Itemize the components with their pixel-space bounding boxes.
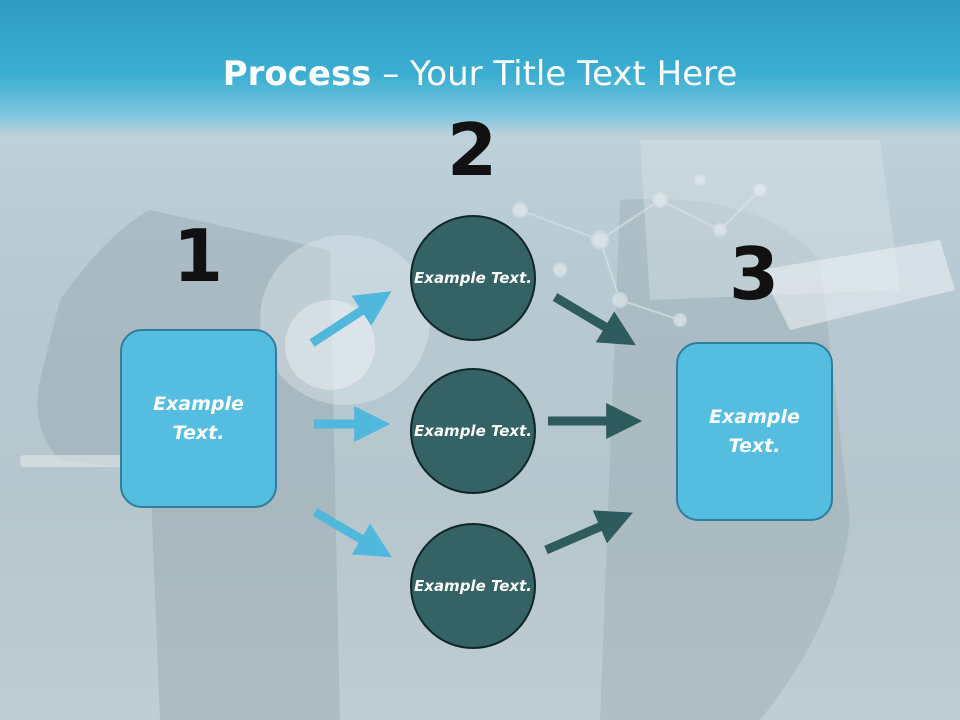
arrow-bottom-to-end (544, 510, 633, 555)
step-number-3: 3 (728, 232, 780, 316)
arrow-top-to-end (552, 293, 636, 346)
start-box: Example Text. (120, 329, 277, 508)
middle-circle-bottom-text: Example Text. (414, 576, 532, 595)
title-bold: Process (222, 54, 372, 94)
end-box-text: Example Text. (709, 405, 800, 457)
step-number-1: 1 (172, 214, 224, 298)
middle-circle-center-text: Example Text. (414, 421, 532, 440)
middle-circle-top-text: Example Text. (414, 268, 532, 287)
title-rest: – Your Title Text Here (371, 54, 738, 94)
middle-circle-center: Example Text. (410, 368, 536, 494)
step-number-2: 2 (446, 108, 498, 192)
header-band (0, 0, 960, 135)
middle-circle-top: Example Text. (410, 215, 536, 341)
slide-title: Process – Your Title Text Here (0, 52, 960, 96)
arrow-start-to-top (309, 291, 392, 347)
end-box: Example Text. (676, 342, 833, 521)
middle-circle-bottom: Example Text. (410, 523, 536, 649)
arrow-start-to-bottom (312, 508, 392, 558)
start-box-text: Example Text. (153, 392, 244, 444)
